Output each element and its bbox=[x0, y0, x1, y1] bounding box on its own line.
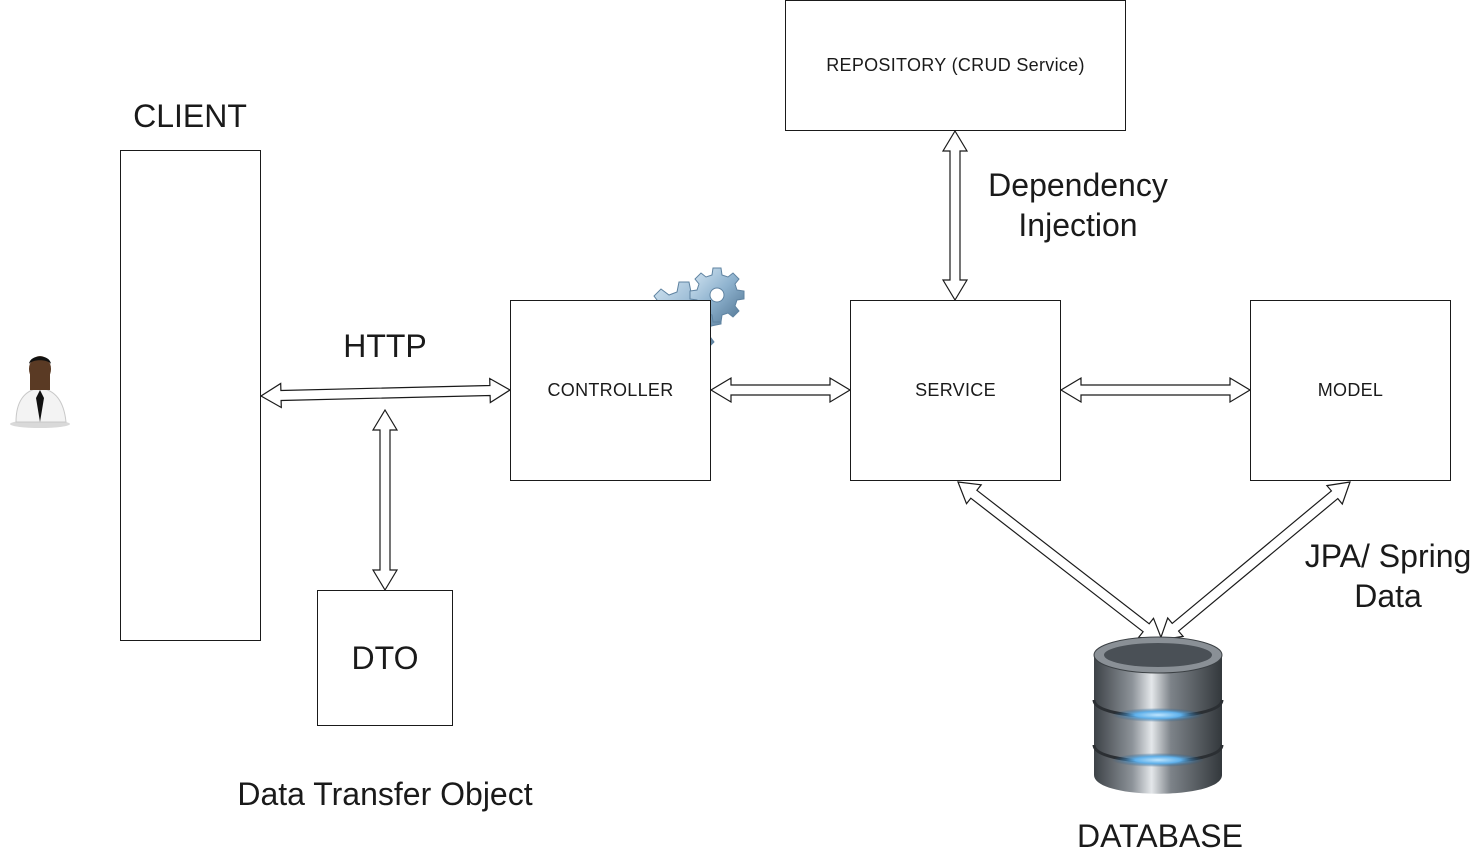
dto-label: DTO bbox=[351, 639, 419, 676]
client-title: CLIENT bbox=[133, 98, 247, 134]
service-box: SERVICE bbox=[850, 300, 1061, 481]
dependency-line-2: Injection bbox=[1018, 207, 1138, 243]
jpa-spring-data-label: JPA/ Spring Data bbox=[1298, 536, 1478, 616]
model-box: MODEL bbox=[1250, 300, 1451, 481]
client-panel bbox=[120, 150, 261, 641]
user-icon bbox=[10, 356, 70, 428]
repository-box: REPOSITORY (CRUD Service) bbox=[785, 0, 1126, 131]
controller-label: CONTROLLER bbox=[547, 380, 674, 400]
dependency-line-1: Dependency bbox=[988, 167, 1168, 203]
http-label: HTTP bbox=[343, 328, 427, 364]
jpa-line-2: Data bbox=[1354, 578, 1422, 614]
dto-box: DTO bbox=[317, 590, 453, 726]
dependency-injection-label: Dependency Injection bbox=[968, 165, 1188, 245]
model-label: MODEL bbox=[1317, 380, 1384, 400]
database-title: DATABASE bbox=[1077, 818, 1243, 854]
dto-description: Data Transfer Object bbox=[237, 776, 533, 812]
service-label: SERVICE bbox=[915, 380, 996, 400]
repository-label: REPOSITORY (CRUD Service) bbox=[826, 55, 1085, 75]
controller-box: CONTROLLER bbox=[510, 300, 711, 481]
jpa-line-1: JPA/ Spring bbox=[1304, 538, 1472, 574]
database-icon bbox=[1092, 636, 1224, 794]
